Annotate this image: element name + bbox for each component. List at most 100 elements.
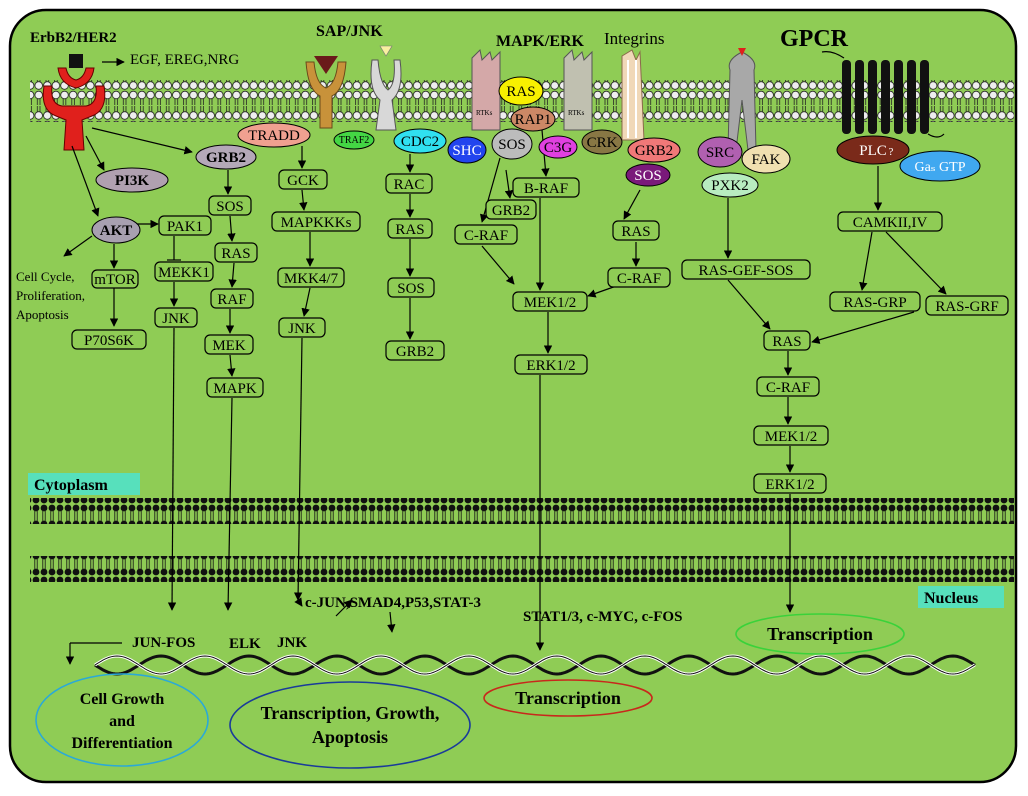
protein-ras-cdc-label: RAS (395, 222, 424, 238)
protein-grb2-cdc: GRB2 (385, 340, 445, 361)
outcome-transcription-right: Transcription (735, 613, 905, 655)
protein-c-raf-int: C-RAF (607, 267, 671, 288)
protein-ras-grf-label: RAS-GRF (935, 299, 998, 315)
protein-ras-right: RAS (763, 330, 811, 351)
protein-fak: FAK (741, 144, 791, 174)
protein-pxk2-label: PXK2 (711, 178, 749, 194)
protein-akt: AKT (91, 216, 141, 244)
protein-ras-yellow-label: RAS (506, 84, 535, 100)
protein-grb2-mid-label: GRB2 (492, 203, 530, 219)
protein-mtor: mTOR (91, 269, 139, 289)
protein-tradd: TRADD (237, 122, 311, 148)
cytoplasm-label-bg (28, 473, 140, 495)
mapkerk-header: MAPK/ERK (496, 33, 585, 50)
label-stat-myc: STAT1/3, c-MYC, c-FOS (523, 609, 682, 625)
outcome-trans-growth-line: Transcription, Growth, (261, 703, 440, 723)
protein-grb2-int: GRB2 (627, 137, 681, 163)
protein-sos-int: SOS (625, 163, 671, 187)
protein-mek12-mid: MEK1/2 (512, 291, 588, 312)
arrows (63, 57, 947, 665)
protein-c3g-label: C3G (544, 140, 573, 156)
protein-sos-top-label: SOS (498, 137, 526, 153)
erbb2-header: ErbB2/HER2 (30, 30, 117, 46)
protein-sos-cdc-label: SOS (397, 281, 425, 297)
protein-ras-grp: RAS-GRP (829, 291, 921, 312)
protein-src: SRC (697, 136, 743, 168)
nucleus-label-bg (918, 586, 1004, 608)
protein-ras-yellow: RAS (498, 76, 544, 106)
protein-mek-grb-label: MEK (212, 338, 246, 354)
protein-b-raf-label: B-RAF (524, 181, 568, 197)
protein-shc: SHC (447, 136, 487, 164)
protein-mkk47-label: MKK4/7 (284, 271, 339, 287)
protein-c-raf-right: C-RAF (756, 376, 820, 397)
protein-shc-label: SHC (452, 143, 481, 159)
protein-jnk-left-label: JNK (162, 311, 190, 327)
gpcr-header: GPCR (780, 26, 849, 52)
sapjnk-receptor-icon (305, 56, 347, 129)
protein-sos-top: SOS (491, 128, 533, 160)
label-elk: ELK (229, 636, 261, 652)
protein-mapkkks: MAPKKKs (271, 211, 361, 232)
outcome-transcription-mid-line: Transcription (515, 688, 621, 708)
protein-erk12-mid: ERK1/2 (514, 354, 588, 375)
protein-gck-label: GCK (287, 173, 319, 189)
protein-erk12-right-label: ERK1/2 (765, 477, 814, 493)
protein-ras-int-label: RAS (621, 224, 650, 240)
sapjnk-header: SAP/JNK (316, 23, 383, 40)
protein-pi3k: PI3K (95, 167, 169, 193)
protein-ras-grb-label: RAS (221, 246, 250, 262)
protein-ras-gef-sos-label: RAS-GEF-SOS (698, 263, 793, 279)
protein-fak-label: FAK (752, 152, 781, 168)
protein-src-label: SRC (706, 145, 734, 161)
protein-c3g: C3G (538, 135, 578, 159)
protein-akt-label: AKT (100, 223, 133, 239)
outcome-cell-growth-line: Differentiation (71, 735, 172, 752)
protein-c-raf-right-label: C-RAF (766, 380, 810, 396)
outcomes: Cell GrowthandDifferentiationTranscripti… (35, 613, 905, 769)
protein-cdc2-label: CDC2 (401, 134, 439, 150)
protein-mek-grb: MEK (204, 334, 254, 355)
protein-sos-grb-label: SOS (216, 199, 244, 215)
protein-ras-gef-sos: RAS-GEF-SOS (681, 259, 811, 280)
protein-ras-grp-label: RAS-GRP (843, 295, 906, 311)
protein-sos-cdc: SOS (387, 277, 435, 298)
protein-jnk-mid: JNK (278, 317, 326, 338)
protein-gck: GCK (278, 169, 328, 190)
protein-crk: CRK (581, 129, 623, 155)
protein-mekk1-label: MEKK1 (158, 265, 210, 281)
protein-mekk1: MEKK1 (154, 261, 214, 282)
protein-mtor-label: mTOR (94, 272, 135, 288)
protein-ras-grf: RAS-GRF (925, 295, 1009, 316)
sapjnk-receptor2-icon (370, 45, 402, 131)
outcome-trans-growth: Transcription, Growth,Apoptosis (229, 681, 471, 769)
rtk-receptor-right-icon: RTKs (563, 48, 593, 131)
protein-mapk-grb-label: MAPK (213, 381, 257, 397)
protein-pi3k-label: PI3K (115, 173, 150, 189)
dna-helix (94, 654, 976, 676)
protein-pak1: PAK1 (158, 215, 212, 236)
protein-cdc2: CDC2 (393, 128, 447, 154)
gas-gtp-node: Gaₛ GTP (899, 150, 981, 182)
protein-mapkkks-label: MAPKKKs (281, 215, 352, 231)
label-nuclear-tfs: c-JUN,SMAD4,P53,STAT-3 (305, 595, 481, 611)
protein-jnk-left: JNK (154, 307, 198, 328)
rtk-right-label: RTKs (568, 109, 585, 117)
label-cell-cycle-1: Cell Cycle, (16, 269, 75, 284)
protein-sos-int-label: SOS (634, 168, 662, 184)
free-labels: Cell Cycle,Proliferation,Apoptosisc-JUN,… (16, 269, 682, 652)
protein-c-raf-mid: C-RAF (454, 224, 518, 245)
protein-rap1-label: RAP1 (515, 112, 552, 128)
protein-pak1-label: PAK1 (167, 219, 203, 235)
nuclear-membrane-inner (30, 556, 1014, 582)
protein-raf-grb: RAF (210, 288, 254, 309)
outcome-transcription-mid: Transcription (483, 679, 653, 717)
protein-grb2-mid: GRB2 (485, 199, 537, 220)
plc-symbol: ? (889, 146, 894, 158)
protein-grb2-left-label: GRB2 (206, 150, 246, 166)
rtk-left-label: RTKs (476, 109, 493, 117)
label-cell-cycle-2: Proliferation, (16, 288, 85, 303)
